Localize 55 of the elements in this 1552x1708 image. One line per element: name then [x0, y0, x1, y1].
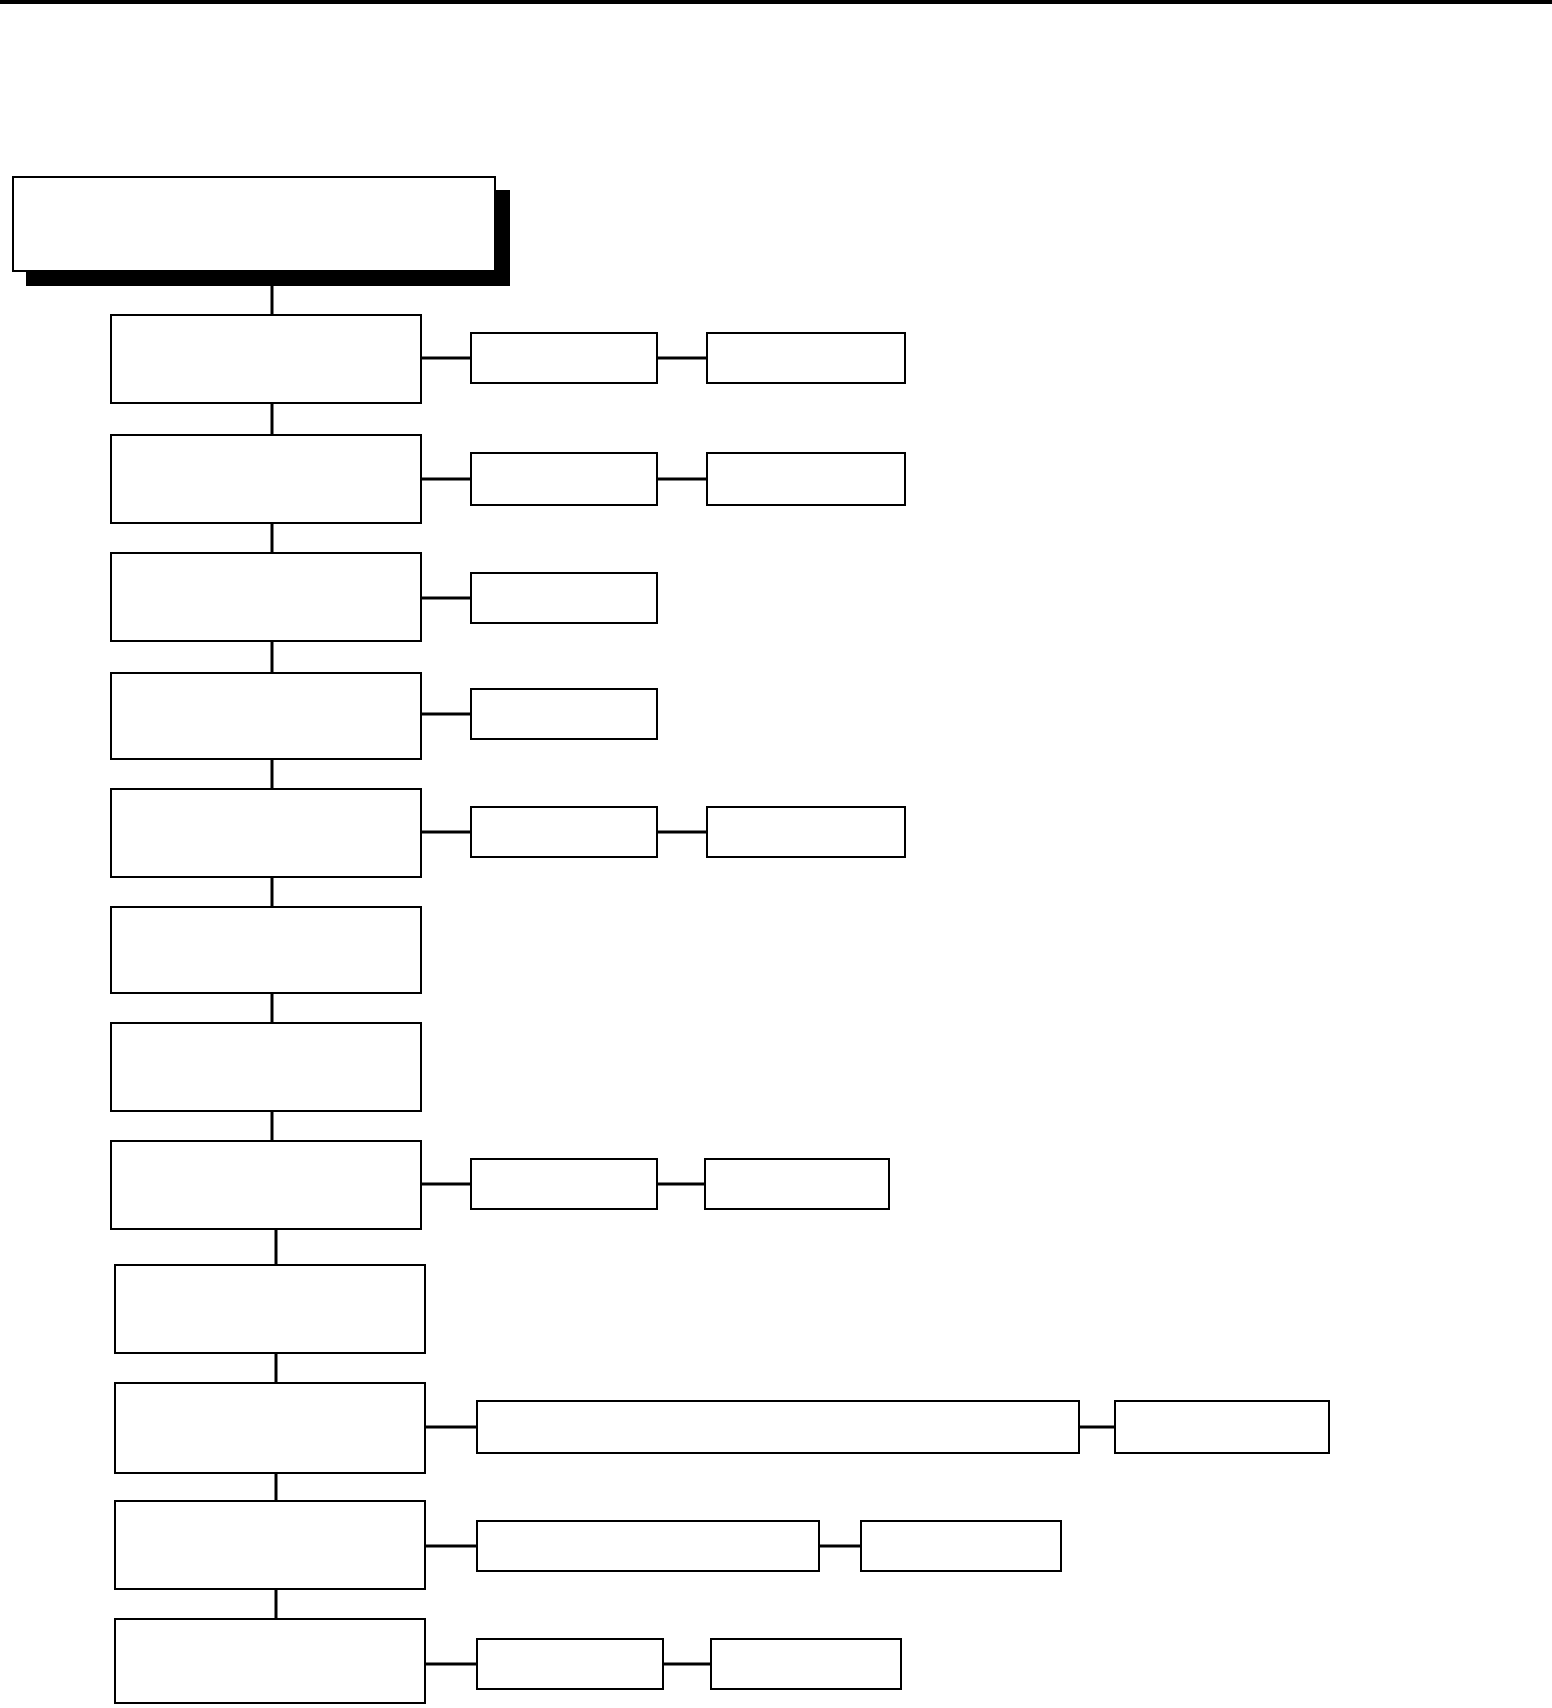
process-box	[470, 332, 658, 384]
process-box	[470, 806, 658, 858]
connector-line	[270, 642, 274, 672]
process-box	[114, 1382, 426, 1474]
connector-line	[422, 477, 470, 481]
process-box	[860, 1520, 1062, 1572]
connector-line	[658, 356, 706, 360]
connector-line	[270, 524, 274, 552]
connector-line	[270, 878, 274, 906]
connector-line	[426, 1662, 476, 1666]
process-box	[710, 1638, 902, 1690]
process-box	[470, 688, 658, 740]
connector-line	[270, 1112, 274, 1140]
process-box	[470, 452, 658, 506]
connector-line	[820, 1544, 860, 1548]
process-box	[476, 1400, 1080, 1454]
process-box	[114, 1500, 426, 1590]
process-box	[470, 1158, 658, 1210]
connector-line	[274, 1590, 278, 1618]
connector-line	[270, 760, 274, 788]
connector-line	[658, 830, 706, 834]
connector-line	[270, 404, 274, 434]
process-box	[706, 332, 906, 384]
connector-line	[422, 596, 470, 600]
connector-line	[274, 1474, 278, 1500]
process-box	[706, 806, 906, 858]
connector-line	[426, 1425, 476, 1429]
connector-line	[274, 1354, 278, 1382]
process-box	[114, 1264, 426, 1354]
process-box	[1114, 1400, 1330, 1454]
connector-line	[422, 356, 470, 360]
process-box	[110, 552, 422, 642]
connector-line	[270, 994, 274, 1022]
connector-line	[422, 830, 470, 834]
process-box	[110, 1022, 422, 1112]
process-box	[704, 1158, 890, 1210]
process-box	[706, 452, 906, 506]
process-box	[476, 1520, 820, 1572]
process-box	[110, 314, 422, 404]
connector-line	[664, 1662, 710, 1666]
connector-line	[658, 477, 706, 481]
process-box	[110, 1140, 422, 1230]
process-box	[110, 672, 422, 760]
connector-line	[1080, 1425, 1114, 1429]
process-box	[110, 788, 422, 878]
connector-line	[274, 1230, 278, 1264]
process-box	[114, 1618, 426, 1704]
process-box	[110, 906, 422, 994]
connector-line	[422, 712, 470, 716]
process-box	[476, 1638, 664, 1690]
connector-line	[422, 1182, 470, 1186]
connector-line	[658, 1182, 704, 1186]
process-box	[110, 434, 422, 524]
connector-line	[426, 1544, 476, 1548]
process-box	[470, 572, 658, 624]
